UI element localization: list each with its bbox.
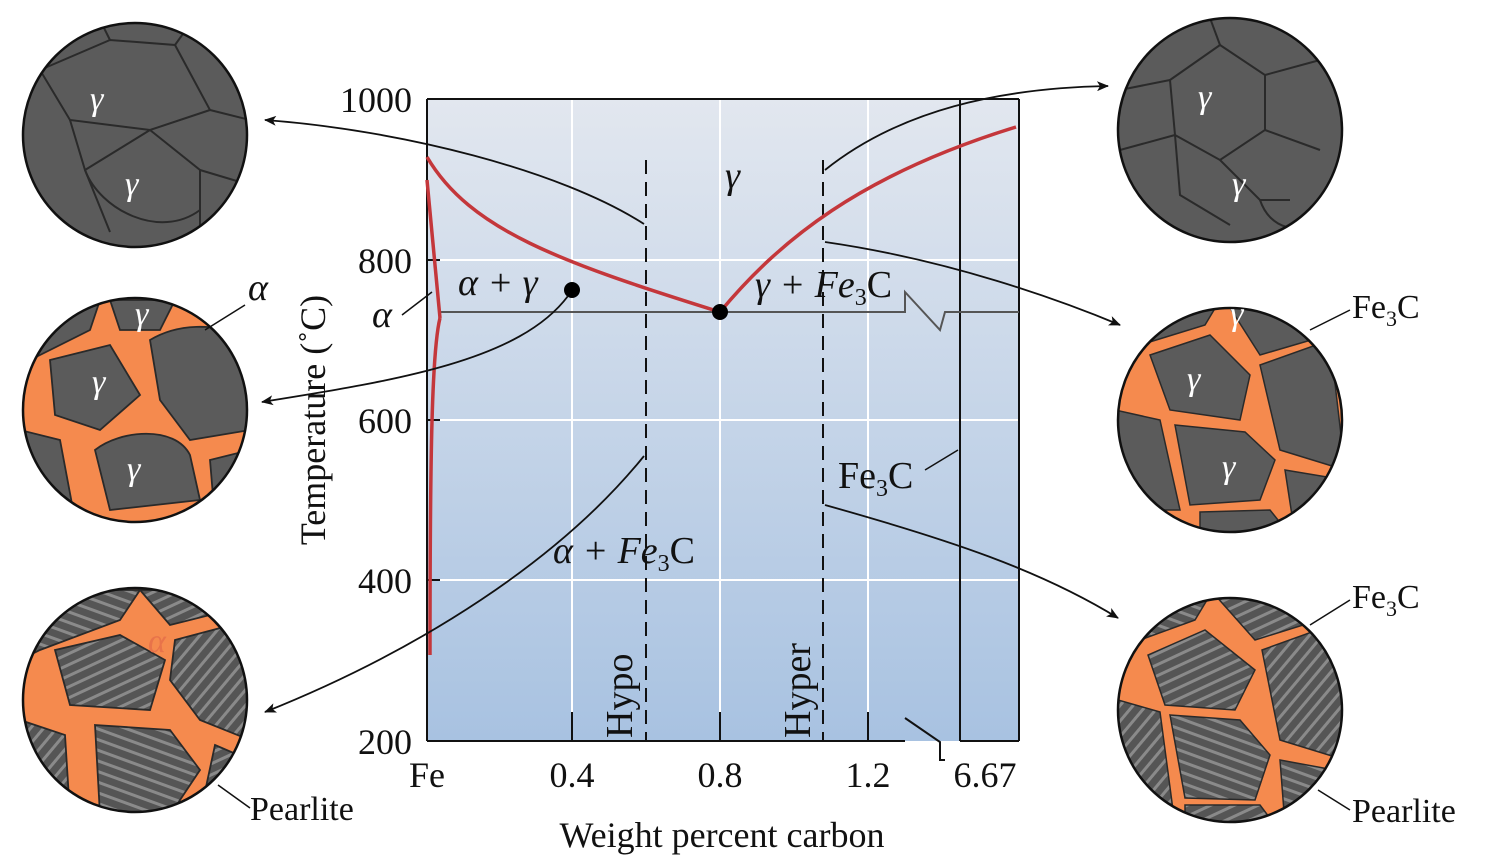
rm-fe3c-label: Fe3C: [1352, 289, 1420, 331]
micrograph-right-top: γ γ: [1116, 16, 1344, 244]
gamma-fe3c-label: γ + Fe3C: [755, 264, 892, 311]
rb-pearlite-leader: [1317, 789, 1351, 811]
rt-gamma-1: γ: [1198, 79, 1213, 116]
y-tick-800: 800: [358, 241, 412, 281]
x-tick-1-2: 1.2: [846, 755, 891, 795]
fe3c-label: Fe3C: [838, 455, 913, 502]
hyper-label: Hyper: [777, 643, 819, 738]
alpha-fe3c-label: α + Fe3C: [553, 530, 695, 577]
lt-gamma-2: γ: [125, 166, 140, 203]
lb-pearlite-label: Pearlite: [250, 791, 354, 828]
y-tick-200: 200: [358, 722, 412, 762]
rm-gamma-1: γ: [1230, 296, 1245, 333]
y-axis-title: Temperature (˚C): [293, 295, 333, 545]
alloy-point: [564, 282, 580, 298]
micrograph-right-mid: γ γ γ Fe3C: [1116, 289, 1420, 534]
micrograph-right-bottom: Fe3C Pearlite: [1116, 579, 1456, 830]
rm-fe3c-leader: [1309, 309, 1351, 331]
gridlines: [427, 99, 1019, 741]
y-tick-1000: 1000: [340, 80, 412, 120]
rb-pearlite-label: Pearlite: [1352, 793, 1456, 830]
lt-gamma-1: γ: [90, 81, 105, 118]
alpha-leader: [401, 291, 433, 316]
alpha-gamma-label: α + γ: [458, 262, 539, 304]
svg-text:γ + Fe3C: γ + Fe3C: [755, 264, 892, 311]
svg-text:Fe3C: Fe3C: [838, 455, 913, 502]
rm-gamma-2: γ: [1187, 361, 1202, 398]
y-tick-400: 400: [358, 561, 412, 601]
phase-boundaries: [425, 125, 1017, 656]
x-tick-6-67: 6.67: [954, 755, 1017, 795]
rb-fe3c-label: Fe3C: [1352, 579, 1420, 621]
acm-line: [718, 125, 1017, 314]
micrograph-left-bottom: α Pearlite: [21, 586, 354, 828]
micrograph-left-mid: γ γ γ α: [21, 267, 269, 524]
a3-line: [425, 156, 721, 314]
arrow-to-right-mid: [824, 241, 1121, 326]
arrow-to-left-bottom: [264, 455, 645, 713]
svg-text:Fe3C: Fe3C: [1352, 289, 1420, 331]
x-axis-title: Weight percent carbon: [560, 815, 885, 855]
connector-arrows: [261, 81, 1121, 713]
fe3c-leader: [924, 449, 959, 471]
lm-gamma-1: γ: [135, 296, 150, 333]
solvus-line: [428, 317, 442, 656]
micrograph-left-top: γ γ: [21, 21, 249, 249]
phase-plot: γ α + γ α γ + Fe3C α + Fe3C Fe3C Hypo Hy…: [293, 80, 1020, 855]
lm-alpha-label: α: [248, 267, 269, 309]
lm-alpha-leader: [204, 304, 246, 331]
svg-text:α + Fe3C: α + Fe3C: [553, 530, 695, 577]
arrow-to-right-top: [824, 81, 1109, 171]
eutectoid-point: [712, 304, 728, 320]
rb-fe3c-leader: [1309, 599, 1351, 626]
arrow-to-left-mid: [261, 295, 569, 406]
hypo-label: Hypo: [599, 654, 641, 738]
gamma-region-label: γ: [725, 155, 741, 197]
lb-alpha-label: α: [148, 623, 167, 660]
svg-text:Fe3C: Fe3C: [1352, 579, 1420, 621]
arrow-to-right-bottom: [824, 504, 1119, 619]
x-tick-fe: Fe: [409, 755, 445, 795]
y-tick-600: 600: [358, 401, 412, 441]
alpha-label: α: [372, 294, 393, 336]
arrow-to-left-top: [264, 115, 645, 225]
lm-gamma-3: γ: [127, 451, 142, 488]
alpha-gamma-boundary: [425, 179, 442, 319]
x-tick-0-8: 0.8: [698, 755, 743, 795]
eutectoid-line: [440, 289, 1019, 332]
rm-gamma-3: γ: [1222, 449, 1237, 486]
x-tick-0-4: 0.4: [550, 755, 595, 795]
lb-pearlite-leader: [217, 784, 251, 809]
rt-gamma-2: γ: [1232, 166, 1247, 203]
lm-gamma-2: γ: [92, 364, 107, 401]
